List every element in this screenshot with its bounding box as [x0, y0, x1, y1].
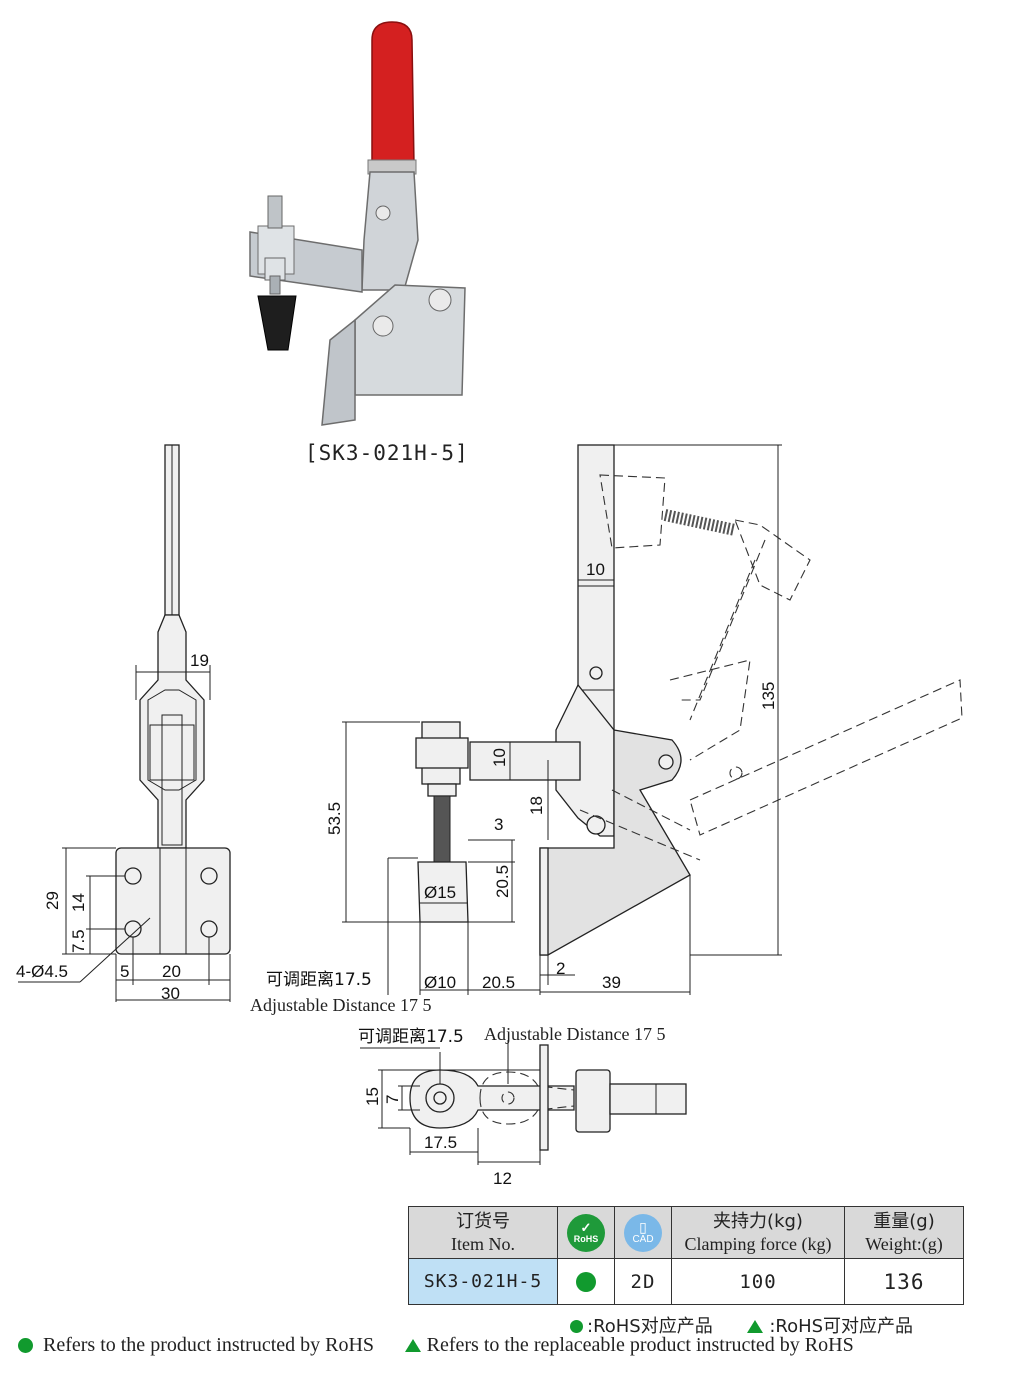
green-dot-icon	[18, 1338, 33, 1354]
rohs-icon: ✓ RoHS	[567, 1213, 605, 1252]
dim-17-5-top: 17.5	[424, 1133, 457, 1152]
cad-file-icon: ▯ CAD	[624, 1213, 662, 1252]
dim-20-front: 20	[162, 962, 181, 981]
dim-30: 30	[161, 984, 180, 1003]
dim-10-top: 10	[586, 560, 605, 579]
dim-7-top: 7	[383, 1095, 402, 1104]
header-item: 订货号 Item No.	[408, 1206, 558, 1259]
green-dot-icon	[570, 1320, 583, 1334]
dim-7-5: 7.5	[69, 929, 88, 953]
dim-3: 3	[494, 815, 503, 834]
dim-5: 5	[120, 962, 129, 981]
header-force: 夹持力(kg) Clamping force (kg)	[671, 1206, 845, 1259]
legend-en: Refers to the product instructed by RoHS…	[18, 1334, 854, 1357]
dim-10-arm: 10	[490, 748, 509, 767]
dim-20-5-v: 20.5	[493, 865, 512, 898]
dim-dia-10: Ø10	[424, 973, 456, 992]
legend-replaceable-en: Refers to the replaceable product instru…	[426, 1334, 854, 1356]
front-view	[18, 444, 231, 1002]
rohs-cell	[557, 1258, 615, 1305]
adjustable-distance-cn-2: 可调距离17.5	[358, 1027, 464, 1047]
legend-cn: :RoHS对应产品 :RoHS可对应产品	[570, 1312, 913, 1338]
dim-19: 19	[190, 651, 209, 670]
spec-table: 订货号 Item No. ✓ RoHS ▯ CAD 夹持力(kg) Clampi…	[408, 1206, 964, 1305]
legend-rohs-en: Refers to the product instructed by RoHS	[43, 1334, 375, 1356]
rohs-dot-icon	[576, 1271, 596, 1292]
cad-cell: 2D	[614, 1258, 672, 1305]
dim-39: 39	[602, 973, 621, 992]
dim-53-5: 53.5	[325, 802, 344, 835]
weight-cell: 136	[844, 1258, 964, 1305]
header-cad: ▯ CAD	[614, 1206, 672, 1259]
dim-12-top: 12	[493, 1169, 512, 1188]
product-photo	[249, 21, 466, 426]
side-view	[342, 444, 963, 995]
adjustable-distance-en-1: Adjustable Distance 17 5	[250, 995, 431, 1015]
dim-29: 29	[43, 891, 62, 910]
dim-18: 18	[527, 796, 546, 815]
force-cell: 100	[671, 1258, 845, 1305]
top-view	[360, 1040, 687, 1165]
dim-15-top: 15	[363, 1087, 382, 1106]
adjustable-distance-cn-1: 可调距离17.5	[266, 970, 372, 990]
green-triangle-icon	[404, 1339, 421, 1353]
green-triangle-icon	[747, 1320, 764, 1334]
header-rohs: ✓ RoHS	[557, 1206, 615, 1259]
dim-dia-15: Ø15	[424, 883, 456, 902]
legend-replaceable-cn: :RoHS可对应产品	[769, 1316, 914, 1337]
dim-14: 14	[69, 893, 88, 912]
dim-20-5-h: 20.5	[482, 973, 515, 992]
dim-135: 135	[759, 682, 778, 710]
adjustable-distance-en-2: Adjustable Distance 17 5	[484, 1024, 665, 1044]
table-row: SK3-021H-5 2D 100 136	[408, 1258, 964, 1305]
product-title: [SK3-021H-5]	[305, 441, 469, 465]
dim-2: 2	[556, 959, 565, 978]
item-number: SK3-021H-5	[408, 1258, 558, 1305]
legend-rohs-cn: :RoHS对应产品	[587, 1316, 713, 1337]
dim-hole: 4-Ø4.5	[16, 962, 68, 981]
header-weight: 重量(g) Weight:(g)	[844, 1206, 964, 1259]
